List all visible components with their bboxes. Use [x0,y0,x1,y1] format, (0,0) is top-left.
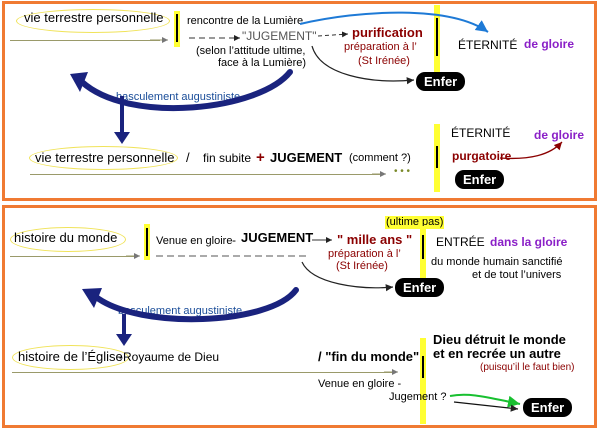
label-dieu-2: et en recrée un autre [433,346,561,361]
label-eternite-2: ÉTERNITÉ [451,126,511,140]
oval-vie-terrestre-1 [16,9,170,33]
enfer-badge-2: Enfer [455,170,505,189]
label-dash: - [232,233,236,247]
label-slash-1: / [186,150,190,165]
highlight-bar-fin [420,338,426,424]
bar-eternite-2 [436,146,438,168]
oval-histoire-monde [10,227,126,252]
bar-rencontre [176,14,178,42]
label-st-irenee-2: (St Irénée) [336,260,388,272]
label-preparation-2: préparation à l’ [328,248,401,260]
label-jugement-1: "JUGEMENT" [242,29,317,43]
label-dots: • • • [394,166,411,177]
label-de-gloire-1: de gloire [524,37,575,51]
label-royaume: -Royaume de Dieu [119,350,220,364]
oval-vie-terrestre-2 [29,146,178,170]
label-selon-1: (selon l’attitude ultime, [196,45,306,57]
label-jugement-2: JUGEMENT [270,150,343,165]
bar-eternite-1 [436,18,438,56]
timeline-4 [12,372,394,373]
label-selon-2: face à la Lumière) [218,57,307,69]
label-basculement-1: basculement augustiniste [116,91,241,103]
label-venue-2: Venue en gloire - [318,378,402,390]
label-monde-2: et de tout l’univers [472,269,562,281]
label-purgatoire: purgatoire [452,149,512,163]
timeline-1 [10,40,160,41]
label-plus: + [256,149,265,166]
label-histoire-monde: histoire du monde [14,230,118,245]
label-de-gloire-2: de gloire [534,128,585,142]
bar-entree [422,235,424,259]
label-puisqu: (puisqu’il le faut bien) [480,362,575,373]
timeline-3 [10,256,136,257]
label-dieu-1: Dieu détruit le monde [433,332,566,347]
bar-fin [422,356,424,378]
label-mille-ans: " mille ans " [337,232,413,247]
enfer-badge-1: Enfer [416,72,466,91]
label-basculement-2: basculement augustiniste [118,305,243,317]
label-purification: purification [352,25,423,40]
label-histoire-eglise: histoire de l’Église [18,349,123,364]
label-venue: Venue en gloire [156,235,233,247]
label-vie-terrestre-1: vie terrestre personnelle [24,10,164,25]
enfer-badge-4: Enfer [523,398,573,417]
timeline-2 [30,174,382,175]
label-monde-1: du monde humain sanctifié [431,256,563,268]
label-jugement-q: Jugement ? [389,391,447,403]
label-preparation-1: préparation à l’ [344,41,417,53]
label-entree: ENTRÉE [436,235,485,249]
highlight-bar-entree [420,226,426,294]
label-ultime-pas: (ultime pas) [385,216,445,229]
label-st-irenee-1: (St Irénée) [358,55,410,67]
label-vie-terrestre-2: vie terrestre personnelle [35,150,175,165]
label-comment: (comment ?) [349,152,411,164]
oval-histoire-eglise [12,345,129,370]
enfer-badge-3: Enfer [395,278,445,297]
label-dans-la-gloire: dans la gloire [490,235,568,249]
label-fin-du-monde: / "fin du monde" [318,349,420,364]
label-jugement-3: JUGEMENT [241,230,314,245]
bar-venue [146,228,148,256]
label-fin-subite: fin subite [203,151,252,165]
label-rencontre: rencontre de la Lumière [187,15,304,27]
label-eternite-1: ÉTERNITÉ [458,38,518,52]
